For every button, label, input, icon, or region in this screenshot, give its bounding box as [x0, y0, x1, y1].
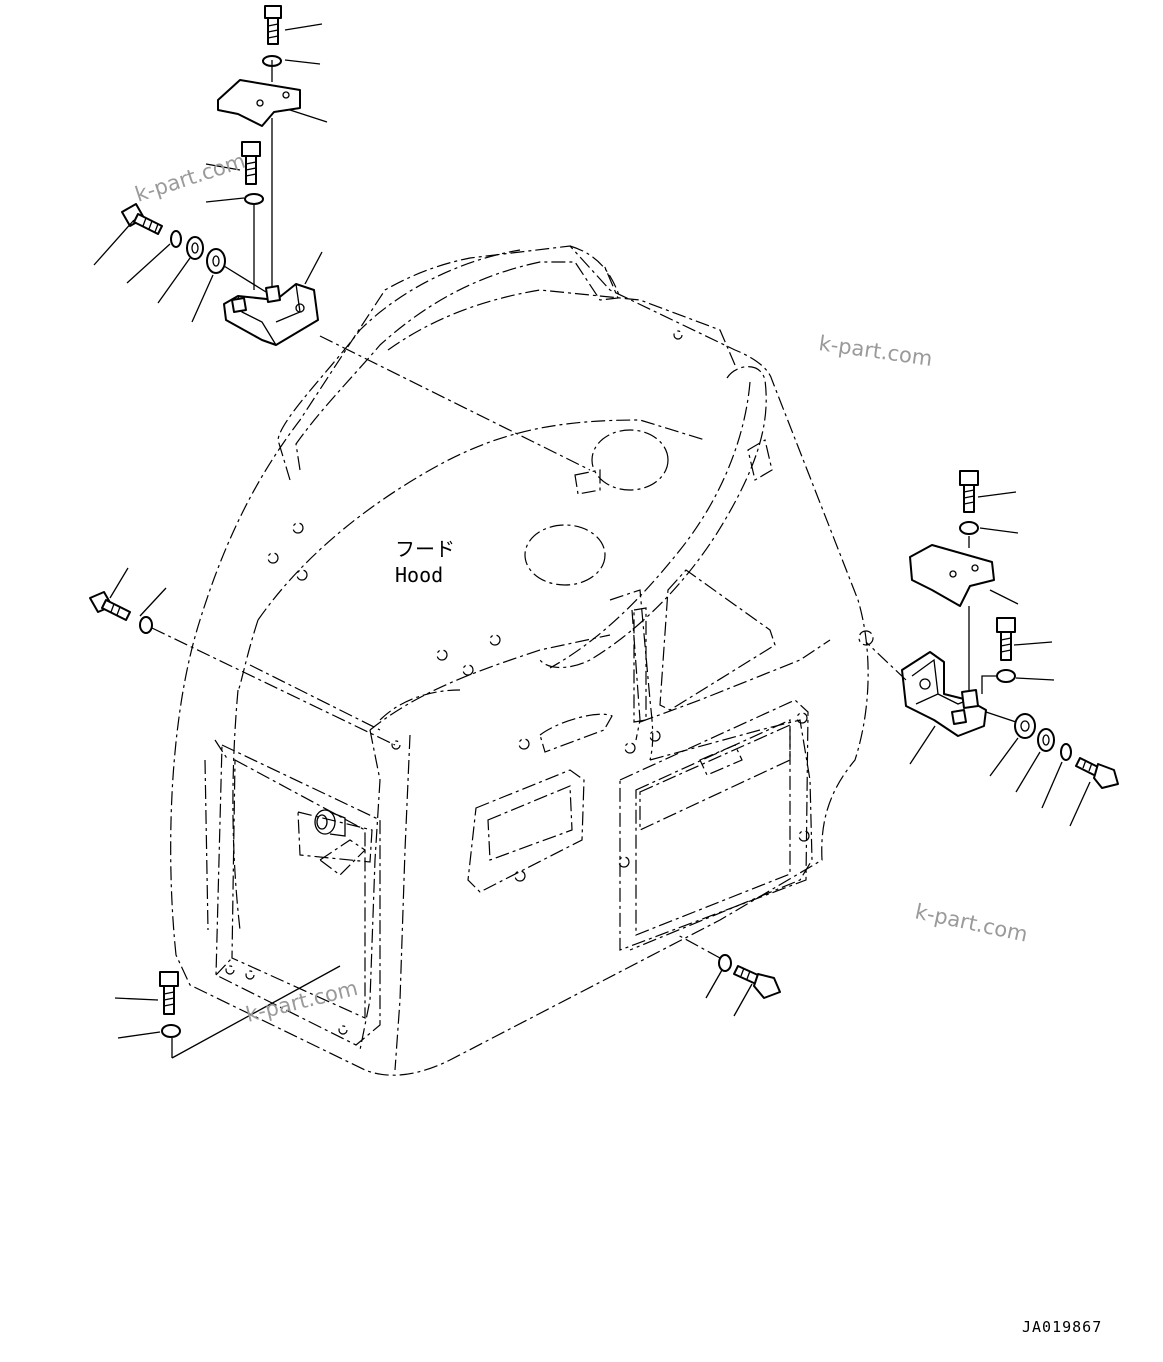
- right-bracket-assembly: [865, 470, 1119, 827]
- bolt-side-left: [121, 203, 163, 235]
- top-left-bracket-assembly: [93, 5, 591, 471]
- bolt-side-right: [1075, 757, 1119, 789]
- hood-body: [170, 245, 874, 1076]
- bottom-left-bolt-assembly: [114, 965, 341, 1059]
- washer-side-left: [206, 248, 226, 274]
- bolt-bottom-right: [733, 965, 781, 999]
- washer-bottom-left: [161, 1024, 181, 1038]
- washer-left-hood: [139, 616, 153, 634]
- lock-washer-right: [1060, 743, 1072, 761]
- mount-bracket-top-left: [223, 283, 319, 346]
- hood-label: フード Hood: [395, 537, 455, 587]
- washer-mid-right: [996, 669, 1016, 683]
- washer-bottom-right: [718, 954, 732, 972]
- watermarks: k-part.com k-part.com k-part.com k-part.…: [132, 149, 1030, 1027]
- mounting-knob: [314, 809, 346, 837]
- watermark-2: k-part.com: [817, 331, 934, 371]
- bolt-top-right: [959, 470, 979, 513]
- hood-label-en: Hood: [395, 563, 443, 587]
- upper-bracket-top-left: [217, 79, 301, 127]
- bottom-right-bolt-assembly: [675, 933, 781, 1017]
- bolt-left-hood: [89, 591, 131, 621]
- bolt-top-left: [264, 5, 282, 45]
- bolt-bottom-left: [159, 971, 179, 1015]
- watermark-1: k-part.com: [132, 149, 248, 207]
- upper-bracket-right: [909, 544, 995, 607]
- washer-top-right: [959, 521, 979, 535]
- spacer-right: [1037, 728, 1055, 752]
- washer-side-right: [1014, 713, 1036, 739]
- hood-label-jp: フード: [395, 537, 455, 561]
- bolt-mid-left: [241, 141, 261, 185]
- washer-mid-left: [244, 193, 264, 205]
- watermark-3: k-part.com: [913, 899, 1030, 946]
- left-hood-bolt-assembly: [89, 567, 396, 746]
- watermark-4: k-part.com: [243, 976, 360, 1027]
- spacer-left: [186, 236, 204, 260]
- lock-washer-left: [170, 230, 182, 248]
- drawing-code: JA019867: [1022, 1318, 1102, 1336]
- bolt-mid-right: [996, 617, 1016, 661]
